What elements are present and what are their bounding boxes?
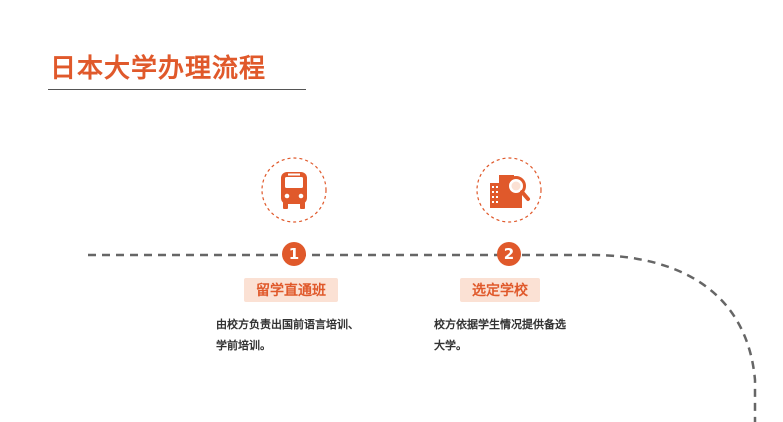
title-underline <box>48 89 306 90</box>
step-1-badge: 1 <box>282 242 306 266</box>
step-2-desc-line2: 大学。 <box>434 339 467 352</box>
school-search-icon <box>475 156 543 224</box>
step-1-label: 留学直通班 <box>244 278 338 302</box>
step-2-desc-line1: 校方依据学生情况提供备选 <box>434 318 566 331</box>
step-1-desc-line1: 由校方负责出国前语言培训、 <box>216 318 359 331</box>
step-1-desc-line2: 学前培训。 <box>216 339 271 352</box>
step-2-description: 校方依据学生情况提供备选 大学。 <box>434 314 594 356</box>
step-2-label: 选定学校 <box>460 278 540 302</box>
page-title: 日本大学办理流程 <box>50 54 267 84</box>
step-1-description: 由校方负责出国前语言培训、 学前培训。 <box>216 314 376 356</box>
bus-icon <box>260 156 328 224</box>
step-2-badge: 2 <box>497 242 521 266</box>
